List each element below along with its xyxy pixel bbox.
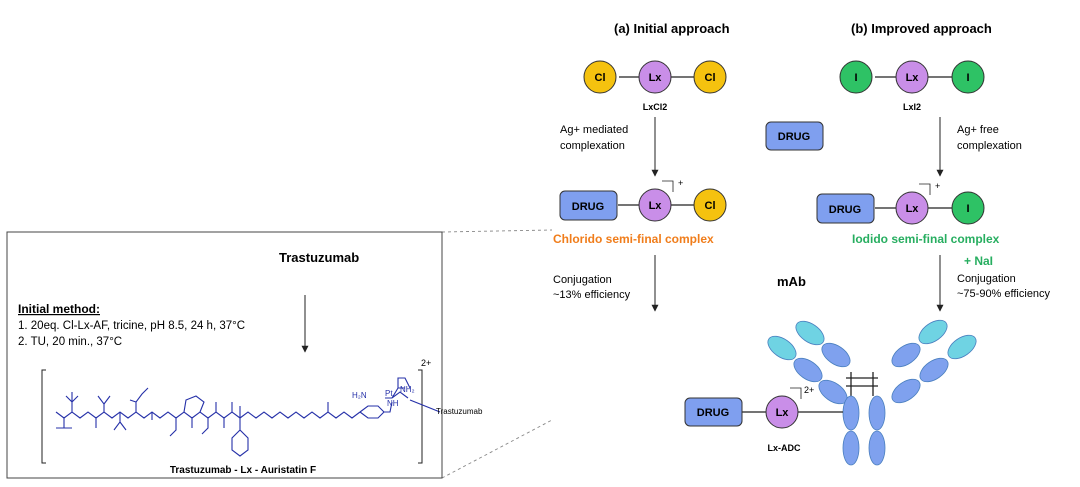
cl-label-right: Cl bbox=[705, 72, 716, 84]
cl-label-a2: Cl bbox=[705, 200, 716, 212]
conj-b-line2: ~75-90% efficiency bbox=[957, 288, 1051, 300]
title-improved-approach: (b) Improved approach bbox=[851, 21, 992, 36]
connector-bottom bbox=[441, 419, 553, 479]
i-node-b2 bbox=[951, 191, 985, 225]
inset-title: Trastuzumab bbox=[279, 250, 359, 265]
lx-node-b bbox=[895, 60, 929, 94]
inset-method-heading: Initial method: bbox=[18, 302, 100, 316]
cl-node-right bbox=[693, 60, 727, 94]
cl-label-left: Cl bbox=[595, 72, 606, 84]
mab-label: mAb bbox=[777, 274, 806, 289]
lx-label-b2: Lx bbox=[906, 203, 920, 215]
inset-step1: 1. 20eq. Cl-Lx-AF, tricine, pH 8.5, 24 h… bbox=[18, 320, 245, 332]
i-label-right: I bbox=[966, 72, 969, 84]
lx-adc: DRUG Lx 2+ Lx-ADC bbox=[684, 385, 843, 453]
lx-node-adc bbox=[765, 395, 799, 429]
iodido-label: Iodido semi-final complex bbox=[852, 232, 1000, 246]
i-node-right bbox=[951, 60, 985, 94]
lx-label: Lx bbox=[649, 72, 663, 84]
lxi2-complex: I Lx I LxI2 bbox=[839, 60, 985, 112]
nai-label: + NaI bbox=[964, 254, 993, 268]
lxi2-label: LxI2 bbox=[903, 102, 921, 112]
i-label-b2: I bbox=[966, 203, 969, 215]
lx-node-a2 bbox=[638, 188, 672, 222]
lx-node-b2 bbox=[895, 191, 929, 225]
inset-product-caption: Trastuzumab - Lx - Auristatin F bbox=[170, 465, 316, 476]
drug-box-adc bbox=[684, 397, 743, 427]
lx-node bbox=[638, 60, 672, 94]
step-b1-line1: Ag+ free bbox=[957, 124, 999, 136]
drug-box-b bbox=[816, 193, 875, 224]
pt-label: H₂N bbox=[352, 391, 367, 400]
chlorido-label: Chlorido semi-final complex bbox=[553, 232, 714, 246]
drug-label-a: DRUG bbox=[572, 201, 604, 213]
drug-label-b: DRUG bbox=[829, 204, 861, 216]
connector-top bbox=[441, 229, 553, 233]
lx-label-b: Lx bbox=[906, 72, 920, 84]
charge-2plus-adc: 2+ bbox=[804, 385, 814, 395]
iodido-semi-final-complex: DRUG Lx I + bbox=[816, 181, 985, 225]
i-label-left: I bbox=[854, 72, 857, 84]
drug-box-a bbox=[559, 190, 618, 221]
bracket-right bbox=[418, 369, 423, 464]
auristatin-structure-icon bbox=[55, 377, 441, 457]
lx-label-adc: Lx bbox=[776, 407, 790, 419]
step-b1-line2: complexation bbox=[957, 140, 1022, 152]
bracket-left bbox=[41, 369, 46, 464]
lxcl2-complex: Cl Lx Cl LxCl2 bbox=[583, 60, 727, 112]
lx-label-a2: Lx bbox=[649, 200, 663, 212]
charge-plus-b: + bbox=[935, 181, 940, 191]
inset-step2: 2. TU, 20 min., 37°C bbox=[18, 336, 122, 348]
chlorido-semi-final-complex: DRUG Lx Cl + bbox=[559, 178, 727, 222]
pt-center: Pt bbox=[385, 389, 393, 398]
inset-panel bbox=[6, 231, 443, 479]
conj-b-line1: Conjugation bbox=[957, 273, 1016, 285]
drug-box-free bbox=[765, 121, 824, 151]
title-initial-approach: (a) Initial approach bbox=[614, 21, 730, 36]
step-a1-line2: complexation bbox=[560, 140, 625, 152]
conj-a-line1: Conjugation bbox=[553, 274, 612, 286]
i-node-left bbox=[839, 60, 873, 94]
cl-node-left bbox=[583, 60, 617, 94]
inset-charge: 2+ bbox=[421, 358, 431, 368]
step-a1-line1: Ag+ mediated bbox=[560, 124, 628, 136]
pt-nh: NH bbox=[387, 399, 399, 408]
antibody-icon bbox=[767, 319, 977, 466]
inset-trastuzumab-tag: Trastuzumab bbox=[436, 407, 483, 416]
pt-nh2: NH₂ bbox=[400, 385, 415, 394]
cl-node-a2 bbox=[693, 188, 727, 222]
drug-label-free: DRUG bbox=[778, 131, 810, 143]
lxcl2-label: LxCl2 bbox=[643, 102, 668, 112]
charge-plus-a: + bbox=[678, 178, 683, 188]
conj-a-line2: ~13% efficiency bbox=[553, 289, 631, 301]
adc-label: Lx-ADC bbox=[768, 443, 801, 453]
drug-label-adc: DRUG bbox=[697, 407, 729, 419]
